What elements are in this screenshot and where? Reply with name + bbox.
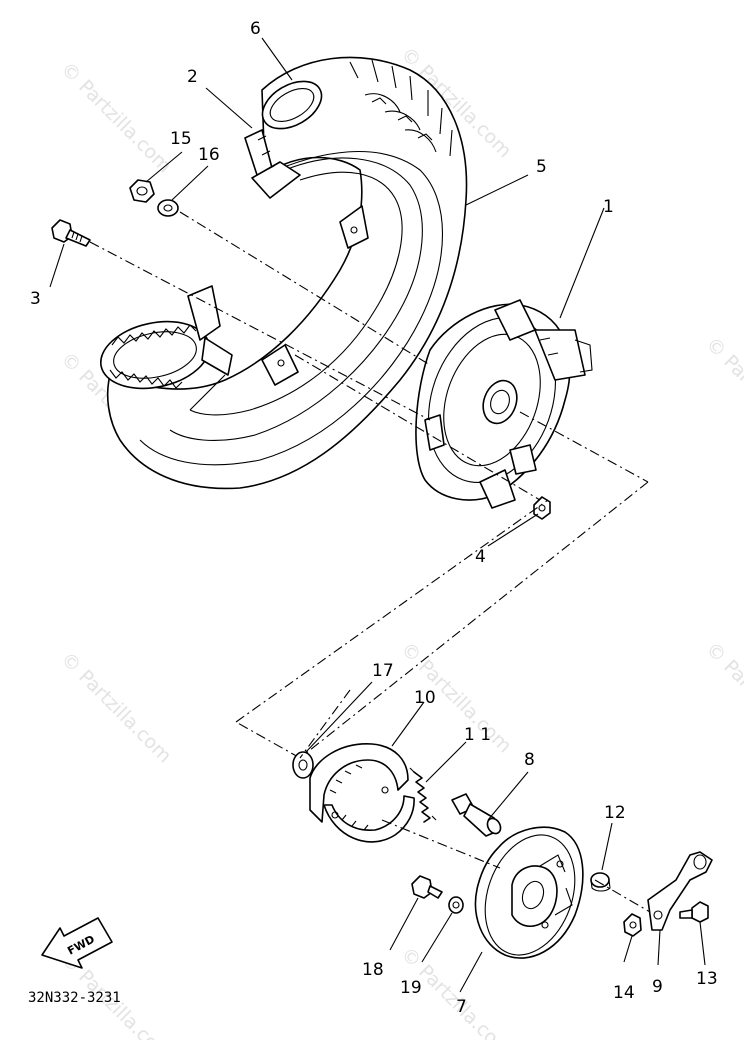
diagram-code: 32N332-3231 <box>28 990 121 1006</box>
lower-centerlines <box>299 689 651 913</box>
callout-9: 9 <box>652 977 663 997</box>
callout-16: 16 <box>198 145 220 165</box>
forward-arrow-icon: FWD <box>41 917 113 969</box>
hub-part <box>415 299 593 509</box>
callout-labels: 1 2 3 4 5 6 7 8 9 10 1 1 12 13 14 15 16 … <box>30 19 718 1017</box>
bolt-part-13 <box>679 901 709 923</box>
backing-plate-part-7 <box>474 826 584 959</box>
bolt-part-3 <box>51 219 91 247</box>
watermark-1: © Partzilla.com <box>56 58 175 177</box>
seal-part-12 <box>590 872 611 892</box>
callout-3: 3 <box>30 289 41 309</box>
callout-19: 19 <box>400 978 422 998</box>
nut-part-14 <box>623 913 642 937</box>
callout-18: 18 <box>362 960 384 980</box>
callout-10: 10 <box>414 688 436 708</box>
watermark-4: © Partzilla.com <box>701 333 744 452</box>
nut-part-15 <box>129 179 155 203</box>
callout-12: 12 <box>604 803 626 823</box>
rim-half-part <box>187 129 301 376</box>
callout-1: 1 <box>603 197 614 217</box>
brake-arm-part-9 <box>647 851 713 931</box>
callout-11: 1 1 <box>464 725 491 745</box>
spring-part-11 <box>409 767 437 823</box>
callout-13: 13 <box>696 969 718 989</box>
watermark-7: © Partzilla.com <box>701 638 744 757</box>
washer-part-19 <box>448 896 464 914</box>
bolt-part-18 <box>411 875 443 899</box>
callout-8: 8 <box>524 750 535 770</box>
washer-part-17 <box>292 751 314 779</box>
callout-15: 15 <box>170 129 192 149</box>
callout-4: 4 <box>475 547 486 567</box>
callout-2: 2 <box>187 67 198 87</box>
watermark-5: © Partzilla.com <box>56 648 175 767</box>
callout-5: 5 <box>536 157 547 177</box>
upper-centerlines <box>89 211 649 759</box>
leader-lines <box>49 37 706 993</box>
cam-part-8 <box>451 793 502 837</box>
callout-17: 17 <box>372 661 394 681</box>
nut-part-4 <box>533 496 551 520</box>
washer-part-16 <box>157 199 179 217</box>
brake-shoe-part-10 <box>309 743 415 843</box>
callout-6: 6 <box>250 19 261 39</box>
callout-7: 7 <box>456 997 467 1017</box>
callout-14: 14 <box>613 983 635 1003</box>
tire-part <box>99 56 468 490</box>
